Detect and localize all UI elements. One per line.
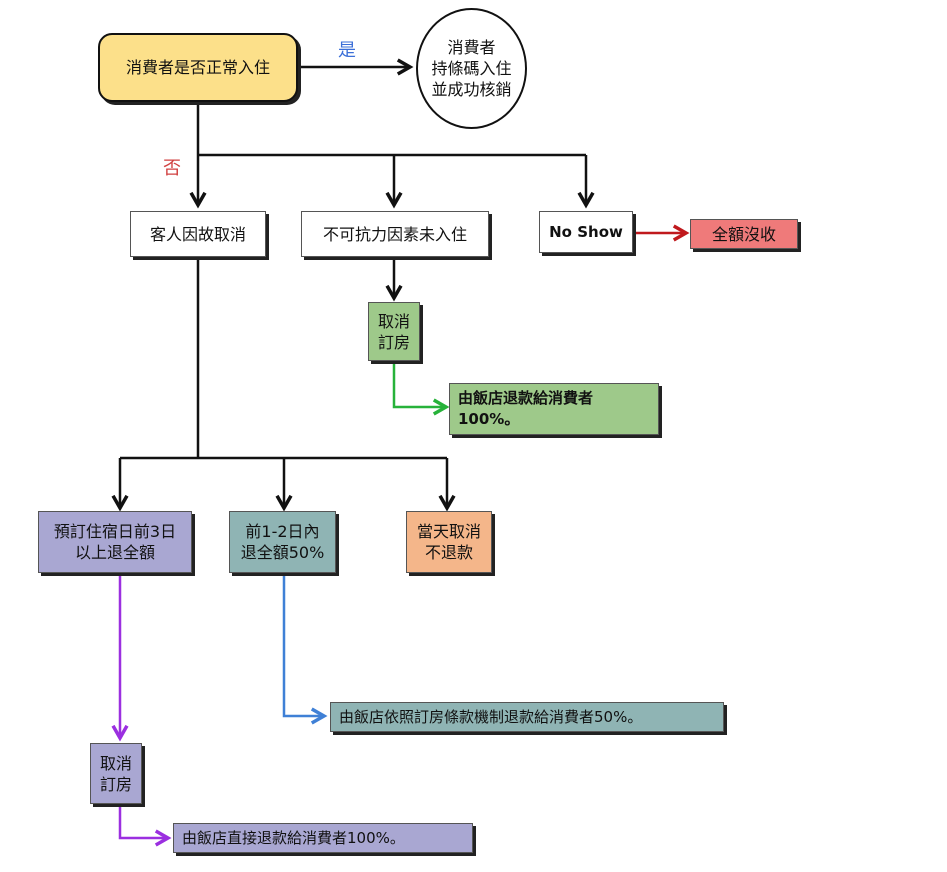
force-majeure-label: 不可抗力因素未入住 bbox=[322, 224, 467, 244]
guest-cancel-booking-node: 取消 訂房 bbox=[90, 743, 142, 804]
start-decision: 消費者是否正常入住 bbox=[98, 33, 298, 102]
fm-refund-node: 由飯店退款給消費者 100%。 bbox=[449, 383, 659, 435]
forfeit-node: 全額沒收 bbox=[690, 219, 798, 249]
three-days-node: 預訂住宿日前3日 以上退全額 bbox=[38, 511, 192, 573]
fm-cancel-booking-label: 取消 訂房 bbox=[377, 311, 410, 352]
edge-fm-refund bbox=[392, 363, 446, 407]
one-two-days-label: 前1-2日內 退全額50% bbox=[240, 522, 325, 562]
yes-label: 是 bbox=[338, 40, 356, 61]
refund-100-direct-node: 由飯店直接退款給消費者100%。 bbox=[173, 823, 473, 853]
guest-cancel-node: 客人因故取消 bbox=[130, 211, 266, 257]
force-majeure-node: 不可抗力因素未入住 bbox=[301, 211, 489, 257]
same-day-node: 當天取消 不退款 bbox=[406, 511, 492, 573]
refund-100-direct-label: 由飯店直接退款給消費者100%。 bbox=[182, 828, 405, 847]
edge-refund-100 bbox=[118, 806, 168, 838]
checkin-success-label: 消費者 持條碼入住 並成功核銷 bbox=[431, 38, 512, 99]
no-label: 否 bbox=[163, 158, 181, 179]
guest-cancel-label: 客人因故取消 bbox=[149, 224, 246, 244]
checkin-success-node: 消費者 持條碼入住 並成功核銷 bbox=[416, 8, 527, 129]
three-days-label: 預訂住宿日前3日 以上退全額 bbox=[53, 522, 177, 562]
no-show-node: No Show bbox=[539, 211, 633, 253]
one-two-days-node: 前1-2日內 退全額50% bbox=[229, 511, 336, 573]
fm-cancel-booking-node: 取消 訂房 bbox=[368, 302, 420, 361]
refund-50-label: 由飯店依照訂房條款機制退款給消費者50%。 bbox=[339, 707, 643, 726]
edge-refund-50 bbox=[282, 576, 324, 716]
fm-refund-label: 由飯店退款給消費者 100%。 bbox=[458, 389, 594, 428]
same-day-label: 當天取消 不退款 bbox=[416, 522, 481, 562]
refund-50-node: 由飯店依照訂房條款機制退款給消費者50%。 bbox=[330, 702, 724, 732]
start-decision-label: 消費者是否正常入住 bbox=[125, 58, 270, 77]
no-show-label: No Show bbox=[549, 222, 623, 241]
forfeit-label: 全額沒收 bbox=[711, 224, 776, 244]
guest-cancel-booking-label: 取消 訂房 bbox=[99, 753, 132, 794]
